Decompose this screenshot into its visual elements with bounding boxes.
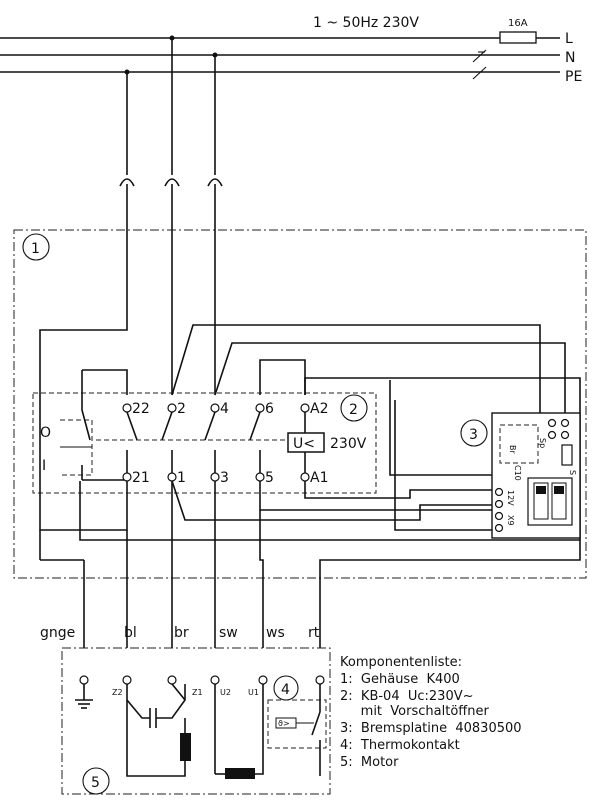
wire-label-ws: ws (266, 625, 285, 641)
housing-boundary (13, 229, 587, 579)
terminal-a1: A1 (310, 470, 328, 486)
switch-off-symbol: O (40, 425, 51, 441)
fuse-label: 16A (508, 18, 528, 29)
supply-rails: 16A 1 ~ 50Hz 230V L N PE (0, 15, 582, 85)
marker-5: 5 (91, 775, 100, 791)
legend-item-5: 5: Motor (340, 755, 399, 770)
terminal-22: 22 (132, 401, 150, 417)
fuse-symbol (499, 31, 537, 44)
wire-label-gnge: gnge (40, 625, 75, 641)
brake-pin-sp: Sp (538, 438, 547, 448)
terminal-1: 1 (177, 470, 186, 486)
brake-board: 3 Sp Br S 12V X9 C10 (460, 412, 581, 539)
plug-connector-pe (119, 178, 135, 187)
contactor-top-terminals: 22 2 4 6 A2 (122, 401, 328, 417)
terminal-4: 4 (220, 401, 229, 417)
terminal-3: 3 (220, 470, 229, 486)
legend-title: Komponentenliste: (340, 655, 462, 670)
terminal-5: 5 (265, 470, 274, 486)
coil-symbol: U< (293, 436, 315, 452)
supply-drops (119, 35, 223, 230)
supply-spec: 1 ~ 50Hz 230V (313, 15, 419, 31)
contactor-contacts (96, 411, 306, 473)
motor-terminal-u1: U1 (248, 688, 259, 697)
wire-label-bl: bl (124, 625, 137, 641)
brake-pin-12v: 12V (506, 490, 515, 506)
plug-connector-l (164, 178, 180, 187)
terminal-a2: A2 (310, 401, 328, 417)
switch-on-symbol: I (42, 458, 46, 474)
contactor-boundary (32, 392, 377, 494)
motor-terminal-z2: Z2 (112, 688, 123, 697)
wire-label-rt: rt (308, 625, 320, 641)
motor-terminal-u2: U2 (220, 688, 231, 697)
plug-connector-n (207, 178, 223, 187)
wire-label-br: br (174, 625, 189, 641)
marker-2: 2 (349, 402, 358, 418)
coil-box (287, 432, 325, 453)
wire-color-labels: gnge bl br sw ws rt (40, 625, 320, 641)
legend-item-4: 4: Thermokontakt (340, 738, 460, 753)
rail-label-pe: PE (565, 69, 582, 85)
marker-4: 4 (281, 682, 290, 698)
brake-pin-br: Br (508, 445, 517, 454)
marker-1: 1 (31, 241, 40, 257)
brake-pin-s: S (568, 470, 577, 475)
motor-internals: Z2 Z1 U2 U1 ϑ> 4 (75, 675, 327, 779)
legend-item-2: 2: KB-04 Uc:230V~ (340, 689, 474, 704)
thermal-symbol: ϑ> (278, 719, 290, 728)
contactor-bottom-terminals: 21 1 3 5 A1 (122, 470, 328, 486)
wire-label-sw: sw (219, 625, 238, 641)
rail-label-n: N (565, 50, 575, 66)
component-legend: Komponentenliste: 1: Gehäuse K400 2: KB-… (340, 655, 522, 770)
motor-cables (39, 481, 581, 648)
brake-pin-x9: X9 (506, 515, 515, 526)
contactor-switch: O I (40, 369, 128, 481)
brake-pin-c10: C10 (513, 465, 522, 481)
terminal-6: 6 (265, 401, 274, 417)
terminal-21: 21 (132, 470, 150, 486)
motor-boundary (61, 647, 331, 795)
terminal-2: 2 (177, 401, 186, 417)
coil-voltage: 230V (330, 436, 367, 452)
legend-item-2-sub: mit Vorschaltöffner (340, 704, 489, 719)
rail-label-l: L (565, 31, 573, 47)
motor-terminal-z1: Z1 (192, 688, 203, 697)
marker-3: 3 (469, 427, 478, 443)
legend-item-3: 3: Bremsplatine 40830500 (340, 721, 522, 736)
legend-item-1: 1: Gehäuse K400 (340, 672, 460, 687)
